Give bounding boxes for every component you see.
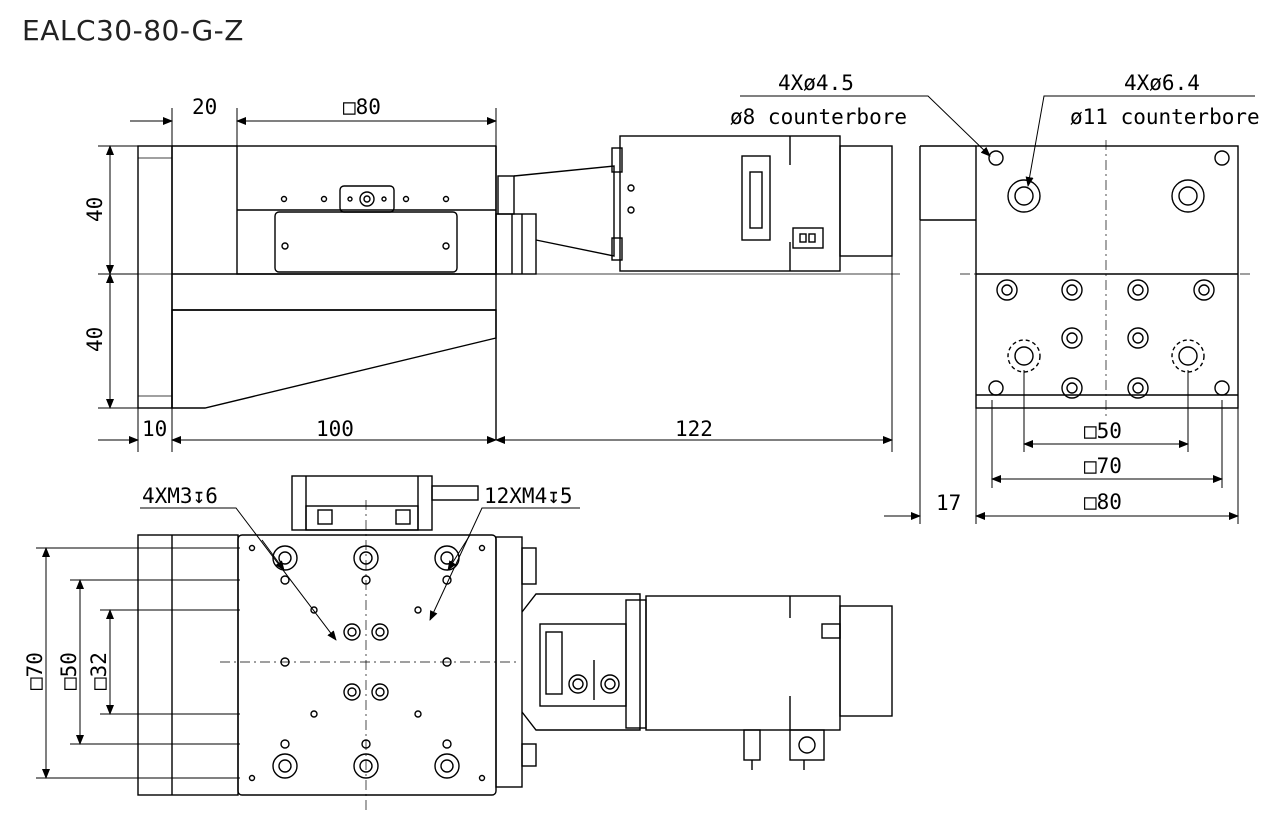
dim-right-sq50: □50 xyxy=(1084,419,1122,443)
dim-hole1-count: 4Xø4.5 xyxy=(778,71,854,95)
plan-view xyxy=(137,475,893,796)
dim-left-40-upper: 40 xyxy=(83,197,107,222)
dim-plan-sq32: □32 xyxy=(87,652,111,690)
front-cover-plate xyxy=(274,211,458,273)
plan-base xyxy=(137,534,239,796)
front-end-plate xyxy=(137,145,173,409)
plan-knob-housing xyxy=(291,475,433,531)
dim-top-20: 20 xyxy=(192,95,217,119)
dim-tap-m3: 4XM3↧6 xyxy=(142,484,218,508)
dim-hole2-counterbore: ø11 counterbore xyxy=(1070,105,1260,129)
plan-stage-plate xyxy=(237,534,497,796)
dim-hole1-counterbore: ø8 counterbore xyxy=(730,105,907,129)
plan-dimensions xyxy=(36,507,580,779)
front-knob xyxy=(339,185,395,213)
side-plate xyxy=(975,145,1239,409)
dim-bottom-100: 100 xyxy=(316,417,354,441)
dim-tap-m4: 12XM4↧5 xyxy=(484,484,573,508)
front-view xyxy=(137,135,893,440)
side-view xyxy=(919,145,1239,409)
dim-bottom-122: 122 xyxy=(675,417,713,441)
dim-left-40-lower: 40 xyxy=(83,327,107,352)
side-dimensions xyxy=(740,95,1255,524)
drawing-title: EALC30-80-G-Z xyxy=(22,14,244,47)
dim-top-sq80: □80 xyxy=(343,95,381,119)
dim-bottom-10: 10 xyxy=(142,417,167,441)
dim-right-17: 17 xyxy=(936,491,961,515)
dim-hole2-count: 4Xø6.4 xyxy=(1124,71,1200,95)
front-coupler xyxy=(495,213,537,275)
plan-motor xyxy=(645,595,841,731)
front-connector xyxy=(741,155,771,241)
dim-plan-sq50: □50 xyxy=(57,652,81,690)
front-dimensions xyxy=(98,108,900,452)
side-centerlines xyxy=(960,140,1250,420)
dim-right-sq80: □80 xyxy=(1084,490,1122,514)
dim-plan-sq70: □70 xyxy=(23,652,47,690)
dim-right-sq70: □70 xyxy=(1084,454,1122,478)
plan-centerlines xyxy=(220,500,520,810)
front-motor xyxy=(619,135,841,272)
